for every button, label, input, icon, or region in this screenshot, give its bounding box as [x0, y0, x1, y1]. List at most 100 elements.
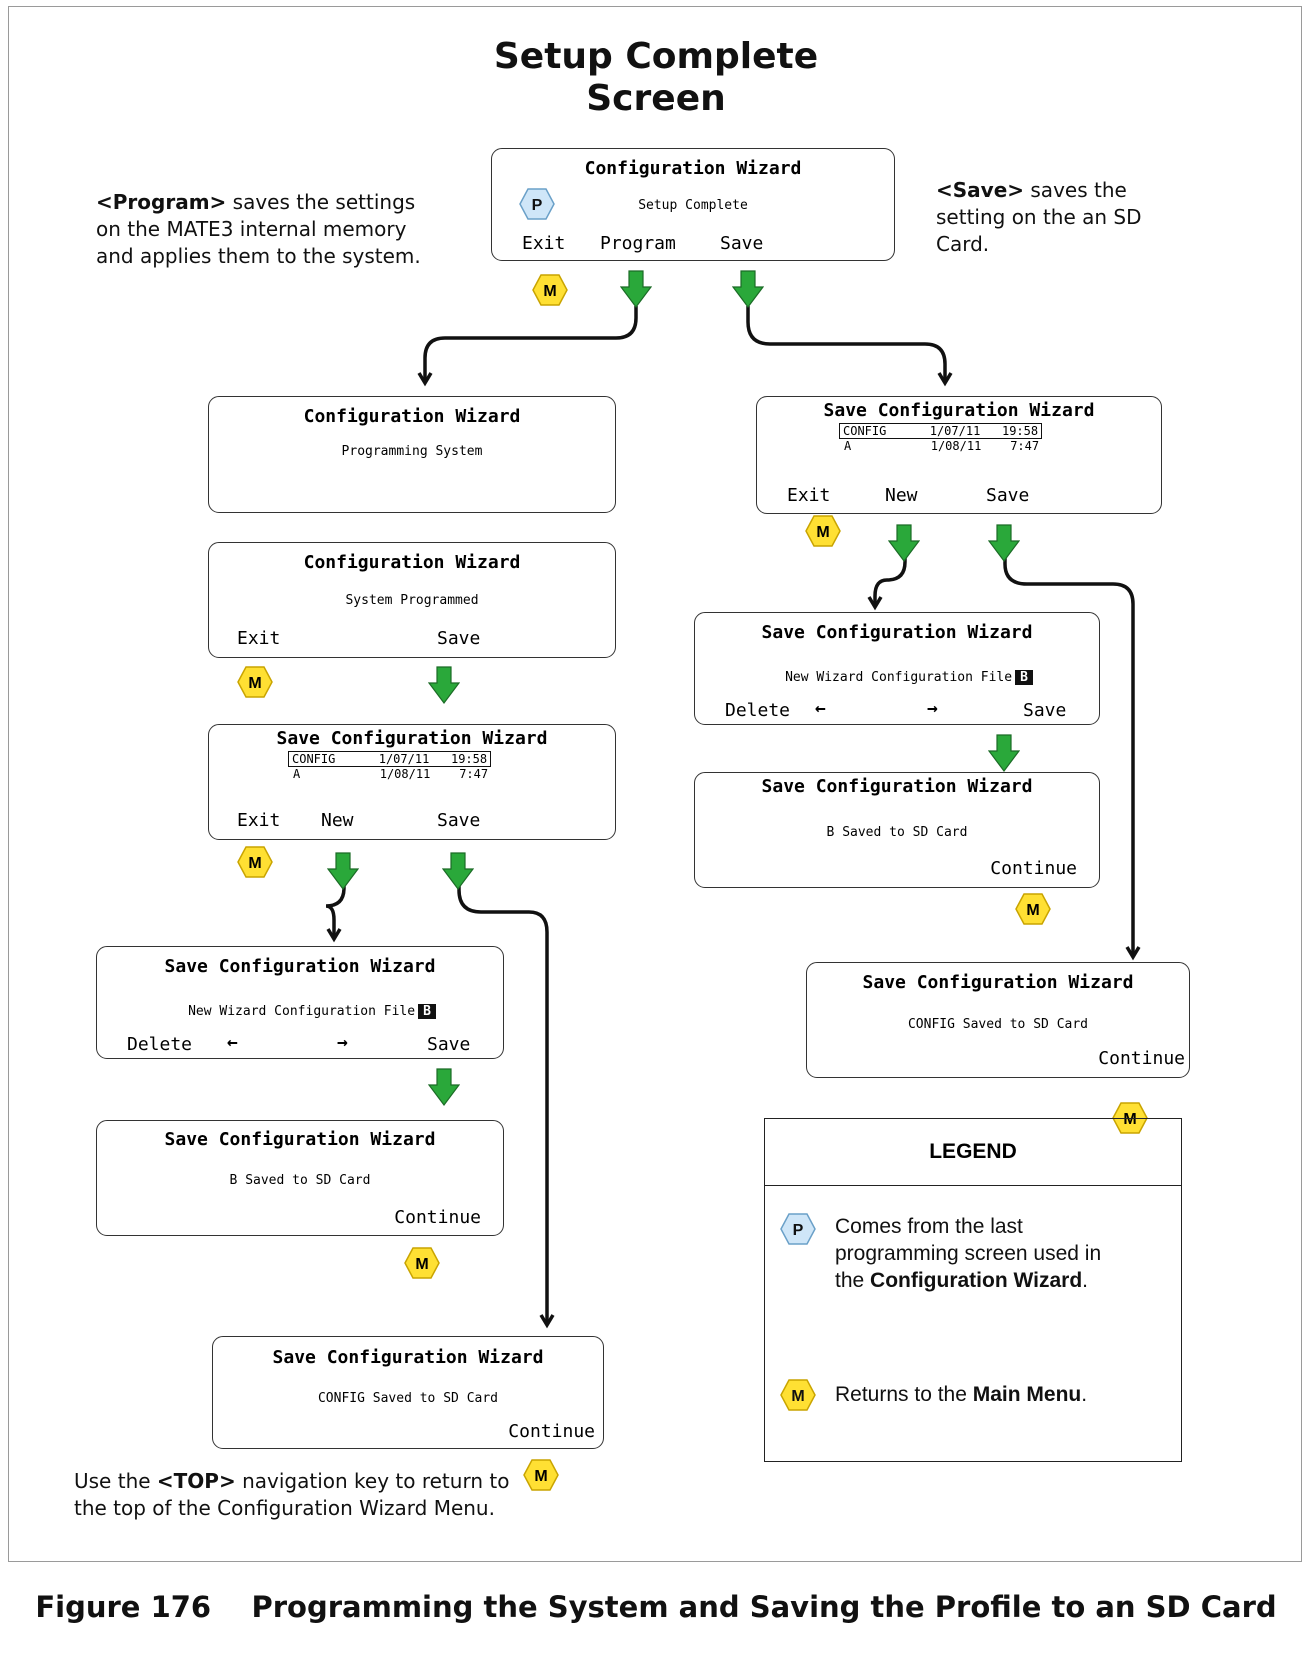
- page-title: Setup Complete Screen: [493, 36, 819, 119]
- green-down-arrow-icon: [428, 666, 460, 704]
- green-down-arrow-icon: [732, 270, 764, 308]
- save-note: <Save> saves the setting on the an SD Ca…: [936, 178, 1142, 256]
- screen-title: Save Configuration Wizard: [761, 776, 1033, 797]
- screen-message: CONFIG Saved to SD Card: [907, 1017, 1088, 1032]
- arrow-right-icon[interactable]: →: [927, 698, 938, 719]
- screen-message: B Saved to SD Card: [229, 1173, 371, 1188]
- save-softkey[interactable]: Save: [986, 485, 1030, 506]
- svg-text:M: M: [791, 1388, 804, 1405]
- green-down-arrow-icon: [988, 734, 1020, 772]
- svg-text:M: M: [1123, 1111, 1136, 1128]
- save-softkey[interactable]: Save: [720, 233, 764, 254]
- exit-softkey[interactable]: Exit: [237, 810, 281, 831]
- screen-setup-complete: Configuration Wizard Setup Complete Exit…: [491, 148, 895, 261]
- save-softkey[interactable]: Save: [1023, 700, 1067, 721]
- screen-b-saved-left: Save Configuration Wizard B Saved to SD …: [96, 1120, 504, 1236]
- screen-title: Save Configuration Wizard: [823, 400, 1095, 421]
- green-down-arrow-icon: [327, 852, 359, 890]
- delete-softkey[interactable]: Delete: [127, 1034, 193, 1055]
- connector-right-save: [1003, 552, 1135, 954]
- screen-title: Save Configuration Wizard: [164, 1129, 436, 1150]
- exit-softkey[interactable]: Exit: [522, 233, 566, 254]
- figure-caption: Figure 176 Programming the System and Sa…: [35, 1590, 1277, 1624]
- green-down-arrow-icon: [428, 1068, 460, 1106]
- m-badge-icon[interactable]: M: [236, 665, 274, 699]
- screen-message: Setup Complete: [638, 198, 748, 213]
- connector-right-new: [873, 552, 907, 604]
- screen-system-programmed: Configuration Wizard System Programmed E…: [208, 542, 616, 658]
- connector-save: [746, 306, 947, 380]
- continue-softkey[interactable]: Continue: [990, 858, 1077, 879]
- save-softkey[interactable]: Save: [437, 628, 481, 649]
- exit-softkey[interactable]: Exit: [237, 628, 281, 649]
- svg-text:M: M: [415, 1256, 428, 1273]
- legend-p-description: Comes from the last programming screen u…: [835, 1215, 1102, 1292]
- save-softkey[interactable]: Save: [437, 810, 481, 831]
- m-badge-icon[interactable]: M: [1014, 892, 1052, 926]
- arrow-right-icon[interactable]: →: [337, 1032, 348, 1053]
- svg-text:M: M: [534, 1468, 547, 1485]
- continue-softkey[interactable]: Continue: [394, 1207, 481, 1228]
- legend: LEGEND P Comes from the last programming…: [764, 1118, 1182, 1462]
- m-badge-icon: M: [780, 1379, 816, 1411]
- p-badge-icon: P: [519, 188, 555, 220]
- arrow-left-icon[interactable]: ←: [227, 1032, 238, 1053]
- continue-softkey[interactable]: Continue: [1098, 1048, 1185, 1069]
- m-badge-icon[interactable]: M: [522, 1458, 560, 1492]
- m-badge-icon[interactable]: M: [804, 514, 842, 548]
- screen-message: Programming System: [341, 444, 483, 459]
- screen-programming-system: Configuration Wizard Programming System: [208, 396, 616, 513]
- screen-message: System Programmed: [345, 593, 479, 608]
- exit-softkey[interactable]: Exit: [787, 485, 831, 506]
- file-letter: B: [418, 1004, 436, 1019]
- config-file-row-selected[interactable]: CONFIG 1/07/11 19:58: [288, 751, 492, 767]
- svg-text:M: M: [248, 855, 261, 872]
- config-file-row[interactable]: A 1/08/11 7:47: [293, 767, 489, 781]
- arrow-left-icon[interactable]: ←: [815, 698, 826, 719]
- save-softkey[interactable]: Save: [427, 1034, 471, 1055]
- delete-softkey[interactable]: Delete: [725, 700, 791, 721]
- green-down-arrow-icon: [620, 270, 652, 308]
- config-file-row-selected[interactable]: CONFIG 1/07/11 19:58: [839, 423, 1043, 439]
- svg-text:M: M: [1026, 902, 1039, 919]
- p-badge-icon: P: [780, 1213, 816, 1245]
- green-down-arrow-icon: [442, 852, 474, 890]
- svg-text:M: M: [543, 283, 556, 300]
- screen-title: Save Configuration Wizard: [862, 972, 1134, 993]
- m-badge-icon[interactable]: M: [531, 273, 569, 307]
- screen-title: Configuration Wizard: [584, 158, 802, 179]
- new-softkey[interactable]: New: [885, 485, 918, 506]
- screen-title: Configuration Wizard: [303, 552, 521, 573]
- screen-title: Save Configuration Wizard: [272, 1347, 544, 1368]
- top-note: Use the <TOP> navigation key to return t…: [74, 1469, 510, 1520]
- screen-config-saved-left: Save Configuration Wizard CONFIG Saved t…: [212, 1336, 604, 1449]
- program-note: <Program> saves the settings on the MATE…: [96, 190, 421, 268]
- screen-b-saved-right: Save Configuration Wizard B Saved to SD …: [694, 772, 1100, 888]
- screen-message: B Saved to SD Card: [826, 825, 968, 840]
- green-down-arrow-icon: [988, 524, 1020, 562]
- legend-heading: LEGEND: [765, 1119, 1181, 1186]
- figure-frame: [8, 6, 1302, 1562]
- program-softkey[interactable]: Program: [600, 233, 676, 254]
- screen-title: Save Configuration Wizard: [164, 956, 436, 977]
- continue-softkey[interactable]: Continue: [508, 1421, 595, 1442]
- screen-config-saved-right: Save Configuration Wizard CONFIG Saved t…: [806, 962, 1190, 1078]
- screen-message: CONFIG Saved to SD Card: [317, 1391, 498, 1406]
- svg-text:P: P: [532, 197, 543, 214]
- file-letter: B: [1015, 670, 1033, 685]
- screen-title: Save Configuration Wizard: [276, 728, 548, 749]
- screen-new-config-file-left: Save Configuration Wizard New Wizard Con…: [96, 946, 504, 1059]
- m-badge-icon[interactable]: M: [236, 845, 274, 879]
- connector-left-save: [457, 880, 549, 1322]
- new-softkey[interactable]: New: [321, 810, 354, 831]
- config-file-row[interactable]: A 1/08/11 7:47: [844, 439, 1040, 453]
- legend-m-description: Returns to the Main Menu.: [835, 1383, 1088, 1406]
- screen-save-config-wizard-left: Save Configuration Wizard CONFIG 1/07/11…: [208, 724, 616, 840]
- svg-text:P: P: [793, 1222, 804, 1239]
- m-badge-icon[interactable]: M: [403, 1246, 441, 1280]
- svg-text:M: M: [816, 524, 829, 541]
- screen-save-config-wizard-right: Save Configuration Wizard CONFIG 1/07/11…: [756, 396, 1162, 514]
